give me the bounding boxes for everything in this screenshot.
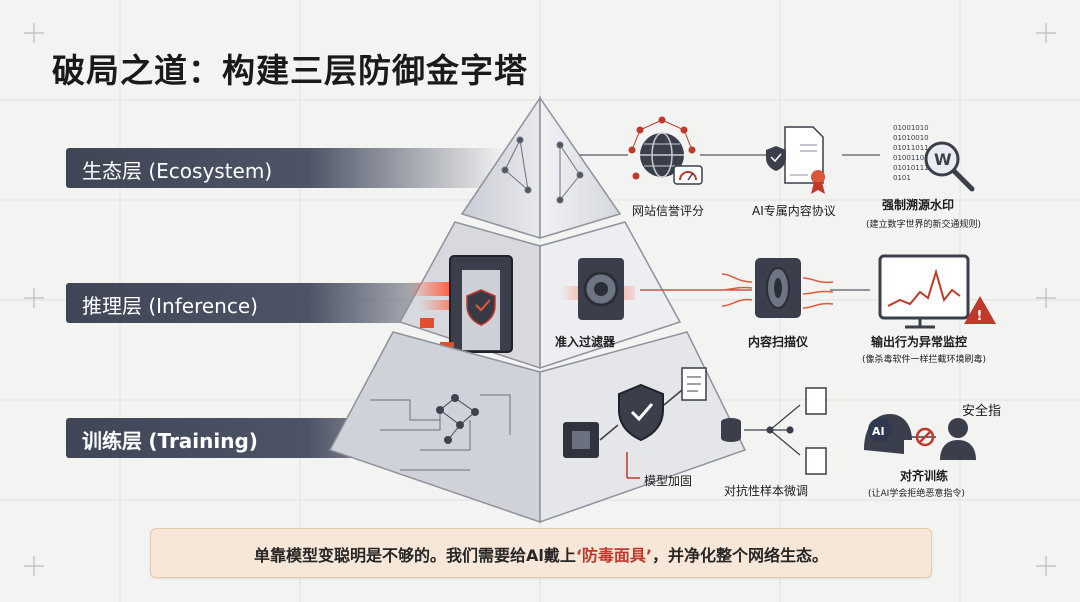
svg-text:01011011: 01011011: [893, 144, 929, 152]
label-filter: 准入过滤器: [555, 334, 616, 349]
shield-icon: [766, 146, 786, 171]
svg-text:01001010: 01001010: [893, 124, 929, 132]
label-watermark-note: (建立数字世界的新交通规则): [866, 218, 981, 230]
summary-highlight: ‘防毒面具’: [576, 546, 652, 565]
summary-prefix: 单靠模型变聪明是不够的。我们需要给Al戴上: [254, 546, 576, 565]
label-ai-protocol: AI专属内容协议: [752, 203, 836, 218]
training-document-icon: [682, 368, 706, 400]
branch-network-icon: [744, 405, 800, 455]
svg-text:0101: 0101: [893, 174, 911, 182]
label-watermark: 强制溯源水印: [882, 197, 954, 212]
label-scanner: 内容扫描仪: [748, 334, 809, 349]
sample-document-icon: [806, 388, 826, 474]
label-website-score: 网站信誉评分: [632, 204, 704, 218]
svg-text:!: !: [977, 309, 983, 324]
label-alignment: 对齐训练: [900, 468, 948, 483]
pyramid-top-tier: [462, 98, 620, 238]
scanner-icon: [755, 258, 801, 318]
filter-gate-icon: [450, 256, 512, 352]
ai-badge: AI: [872, 425, 885, 438]
label-monitor: 输出行为异常监控: [871, 334, 967, 349]
svg-text:01010111: 01010111: [893, 164, 929, 172]
gauge-icon: [674, 166, 702, 184]
label-adversarial: 对抗性样本微调: [724, 483, 808, 498]
person-icon: [940, 418, 976, 460]
summary-callout: 单靠模型变聪明是不够的。我们需要给Al戴上‘防毒面具’，并净化整个网络生态。: [150, 528, 932, 578]
svg-text:01001101: 01001101: [893, 154, 929, 162]
summary-suffix: ，并净化整个网络生态。: [652, 546, 828, 565]
binary-watermark-icon: 01001010 01010010 01011011 01001101 0101…: [893, 124, 929, 182]
label-monitor-note: (像杀毒软件一样拦截环境刷毒): [862, 353, 986, 365]
database-icon: [721, 418, 741, 442]
monitor-chart-icon: [880, 256, 968, 327]
label-alignment-note: (让AI学会拒绝恶意指令): [868, 487, 965, 499]
label-hardening: 模型加固: [644, 474, 692, 488]
svg-text:01010010: 01010010: [893, 134, 929, 142]
magnifier-icon: W: [926, 143, 972, 189]
scanner-ring-icon: [578, 258, 624, 320]
label-safety: 安全指: [962, 403, 1001, 419]
chip-icon: [563, 422, 599, 458]
svg-text:W: W: [934, 150, 952, 169]
